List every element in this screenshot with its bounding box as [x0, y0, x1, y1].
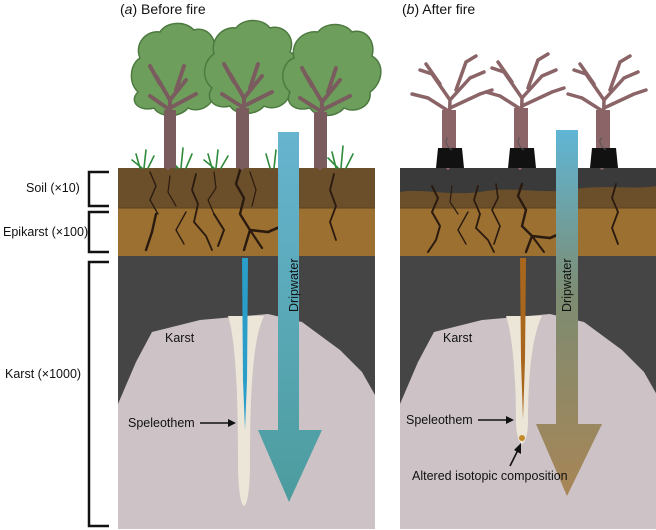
speleothem-label-before: Speleothem: [128, 416, 195, 430]
panel-title-after-text: After fire: [422, 1, 476, 17]
dripwater-label-after: Dripwater: [559, 258, 574, 313]
panel-after: [400, 52, 656, 529]
epikarst-bracket: [87, 210, 109, 254]
burnt-soil-layer: [400, 168, 656, 194]
speleothem-pointer-head: [506, 416, 514, 424]
burnt-tree-icon: [410, 54, 494, 170]
panel-title-before: (a) Before fire: [120, 1, 206, 17]
drip-channel: [242, 258, 248, 430]
drip-channel: [520, 258, 526, 420]
karst-scale-label: Karst (×1000): [5, 367, 82, 381]
root-cracks: [427, 182, 619, 254]
healthy-tree-icon: [282, 23, 382, 170]
soil-bracket: [87, 170, 109, 208]
scale-brackets: [87, 170, 109, 528]
panel-letter-after: b: [406, 1, 415, 17]
karst-label-before: Karst: [165, 331, 195, 345]
karst-label-after: Karst: [443, 331, 473, 345]
altered-pointer-head: [514, 443, 521, 454]
soil-scale-label: Soil (×10): [26, 181, 80, 195]
dripwater-arrow: [258, 132, 322, 502]
panel-letter-before: a: [124, 1, 133, 17]
altered-isotopic-label: Altered isotopic composition: [412, 469, 568, 483]
dripwater-label-before: Dripwater: [286, 258, 301, 313]
healthy-tree-icon: [130, 22, 225, 170]
karst-bracket: [87, 260, 109, 528]
epikarst-scale-label: Epikarst (×100): [3, 225, 89, 239]
speleothem-pointer-head: [228, 419, 236, 427]
root-cracks: [144, 168, 337, 252]
speleothem-label-after: Speleothem: [406, 413, 473, 427]
panel-title-after: (b) After fire: [402, 1, 476, 17]
burnt-tree-icon: [484, 52, 566, 170]
karst-rock: [400, 314, 656, 529]
altered-pointer: [509, 449, 519, 467]
soil-layer: [118, 168, 375, 208]
panel-before: [118, 19, 382, 529]
panel-title-before-text: Before fire: [141, 1, 206, 17]
altered-tip: [519, 435, 525, 441]
healthy-tree-icon: [203, 19, 301, 170]
speleothem: [228, 316, 264, 506]
dripwater-arrow: [536, 130, 602, 496]
burnt-tree-icon: [566, 54, 648, 170]
